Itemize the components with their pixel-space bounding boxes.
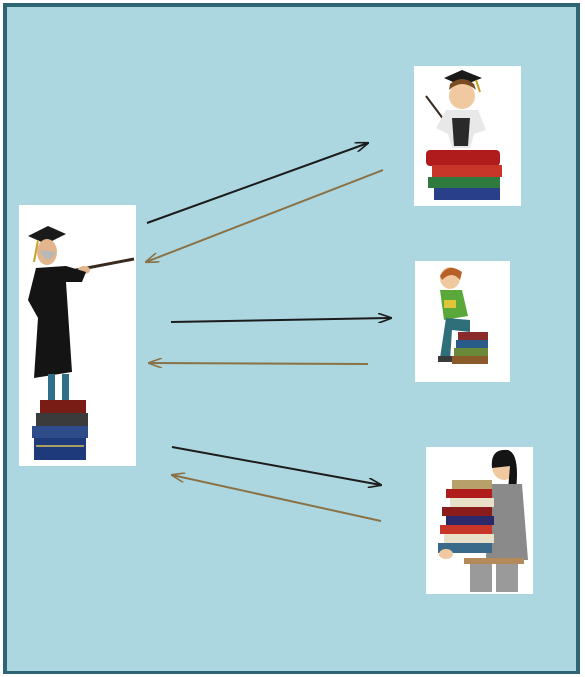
arrow-student-2-to-professor	[149, 363, 368, 364]
arrow-professor-to-student-1	[147, 143, 368, 223]
student-2-node	[415, 261, 510, 382]
arrow-student-1-to-professor	[146, 170, 383, 262]
student-3-node	[426, 447, 533, 594]
arrow-student-3-to-professor	[172, 475, 381, 521]
professor-node	[19, 205, 136, 466]
arrow-professor-to-student-3	[172, 447, 381, 485]
arrow-professor-to-student-2	[171, 318, 391, 322]
student-1-node	[414, 66, 521, 206]
